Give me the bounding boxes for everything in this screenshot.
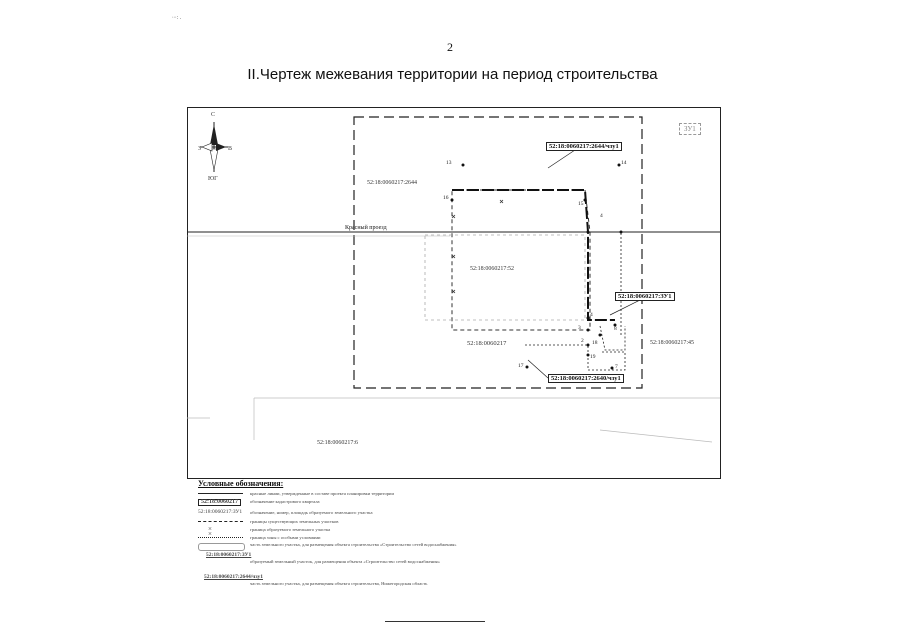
compass-rose-icon [200, 122, 228, 172]
parcel-2640 [525, 344, 626, 371]
legend-text: обозначение кадастрового квартала [250, 499, 320, 504]
point-13: 13 [446, 160, 452, 166]
block-boundary [353, 116, 643, 389]
scan-mark: ∙∙∙: . [172, 15, 182, 21]
label-right-parcel: 52:18:0060217:45 [650, 340, 695, 346]
label-bottom-parcel: 52:18:0060217:6 [317, 440, 359, 446]
point-4: 4 [590, 312, 593, 318]
point-7: 7 [615, 364, 618, 370]
label-zu1: 52:18:0060217:ЗУ1 [615, 292, 675, 301]
legend-text: часть земельного участка, для размещения… [250, 581, 428, 586]
legend-text: границы существующих земельных участков [250, 519, 339, 524]
legend-symbol-part [198, 543, 245, 551]
compass-west: З [198, 146, 202, 152]
point-3: 3 [578, 325, 581, 331]
legend-symbol-red-line [198, 493, 243, 494]
page-number: 2 [447, 40, 453, 54]
point-16: 16 [443, 195, 449, 201]
legend-symbol-zu1: 52:18:0060217:ЗУ1 [206, 552, 252, 558]
footer-line [385, 621, 485, 622]
stamp-mark: ЗУ1 [679, 123, 701, 135]
legend-symbol-crosses: × × [208, 525, 212, 539]
point-18: 18 [592, 340, 598, 346]
point-17: 17 [518, 363, 524, 369]
legend-symbol-existing [198, 521, 243, 522]
compass-east: В [228, 146, 233, 152]
legend-symbol-formed: 52:18:0060217:ЗУ1 [198, 509, 243, 515]
point-4b: 4 [600, 213, 603, 219]
point-2: 2 [581, 338, 584, 344]
label-parcel-52: 52:18:0060217:52 [470, 266, 515, 272]
legend-text: обозначение, номер, площадь образуемого … [250, 510, 373, 515]
legend-text: часть земельного участка, для размещения… [250, 542, 457, 547]
legend-symbol-zone [198, 537, 243, 538]
legend-text: образуемый земельный участок, для размещ… [250, 559, 440, 564]
point-15: 15 [578, 201, 584, 207]
label-2640-part: 52:18:0060217:2640/чзу1 [548, 374, 624, 383]
road-label: Красный проезд [345, 225, 387, 231]
page-title: II.Чертеж межевания территории на период… [247, 66, 658, 83]
compass-north: С [211, 112, 216, 118]
parcel-52 [424, 234, 586, 321]
parcel-2644 [451, 189, 591, 331]
drawing-frame [187, 107, 721, 479]
legend: Условные обозначения: красные линии, утв… [198, 479, 718, 586]
label-2644-part: 52:18:0060217:2644/чзу1 [546, 142, 622, 151]
legend-text: красные линии, утвержденные в составе пр… [250, 491, 394, 496]
formed-parcel-zu1 [452, 189, 615, 321]
legend-symbol-block: 52:18:0060217 [198, 499, 241, 507]
point-14: 14 [621, 160, 627, 166]
compass-south: ЮГ [208, 176, 218, 182]
point-19: 19 [590, 354, 596, 360]
label-block: 52:18:0060217 [467, 340, 507, 347]
legend-title: Условные обозначения: [198, 479, 284, 488]
legend-text: граница образуемого земельного участка [250, 527, 331, 532]
point-8: 8 [614, 326, 617, 332]
label-2644: 52:18:0060217:2644 [367, 180, 418, 186]
legend-symbol-2644: 52:18:0060217:2644/чзу1 [204, 574, 263, 580]
legend-text: граница зоны с особыми условиями [250, 535, 321, 540]
